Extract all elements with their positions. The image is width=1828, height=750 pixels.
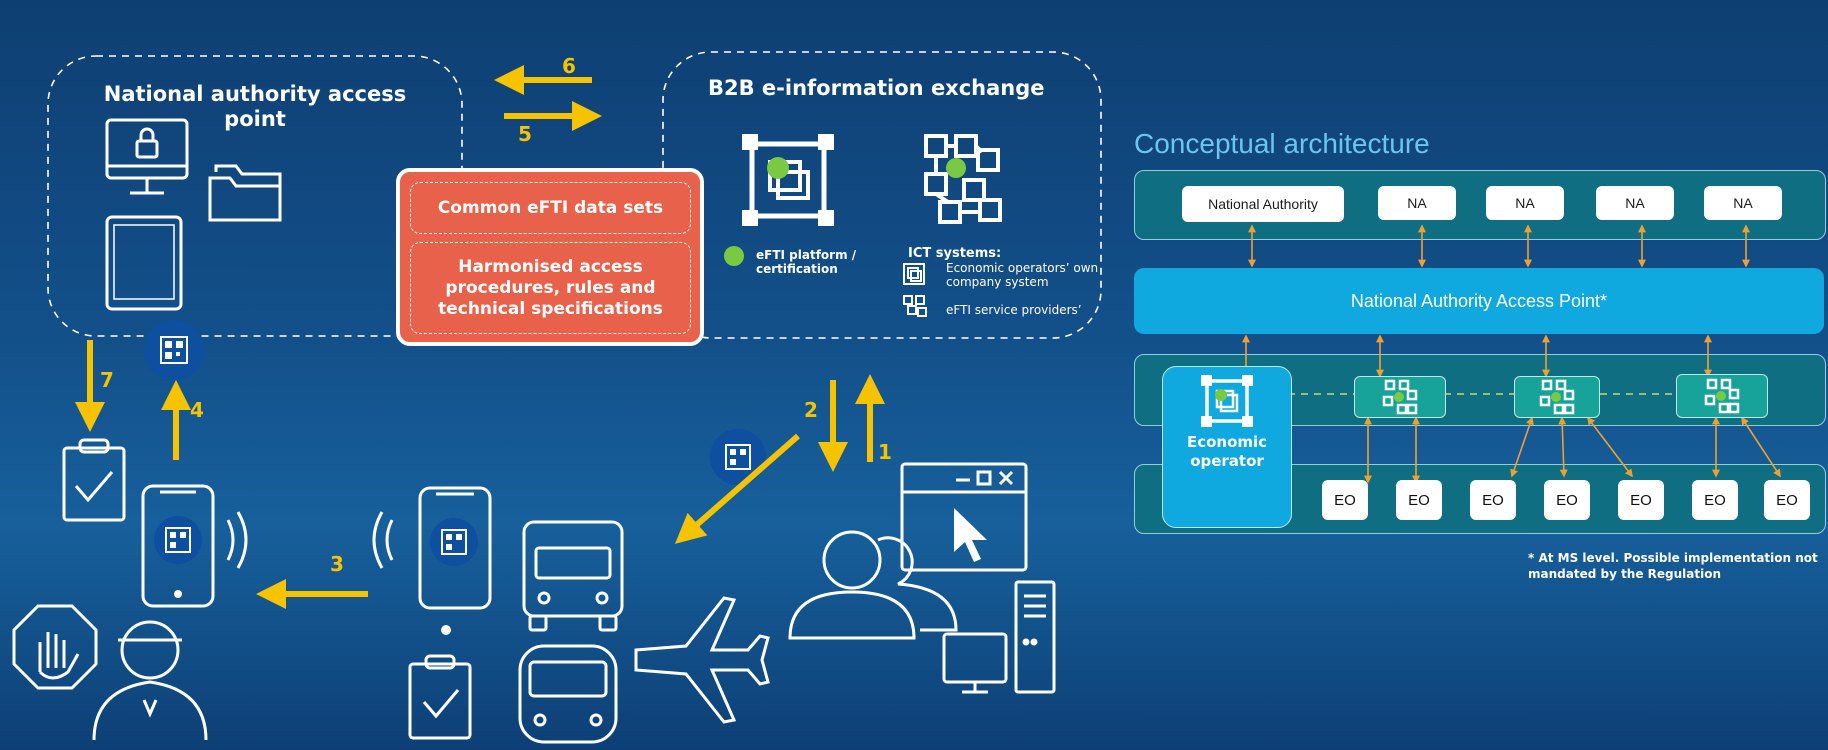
eo-box: EO [1544,480,1590,520]
architecture-footnote: * At MS level. Possible implementation n… [1528,551,1818,581]
smartphone-icon [418,486,492,635]
efti-platform-node [1514,376,1600,418]
ict-system-icon [1539,379,1575,415]
eo-box: EO [1396,480,1442,520]
b2b-container [662,51,1102,339]
eo-label: EO [1334,491,1356,509]
lock-monitor-icon [105,118,189,195]
folder-icon [208,164,282,222]
officer-icon [92,620,208,741]
smartphone-icon [141,484,215,608]
step-3-label: 3 [330,552,344,576]
access-point-layer: National Authority Access Point* [1134,268,1824,334]
national-authority-label: National Authority [1208,196,1318,212]
signal-waves-icon [226,511,248,569]
ict-system-icon [1704,378,1740,414]
qr-code-icon [710,429,766,485]
browser-window-icon [900,462,1028,572]
desktop-computer-icon [942,632,1008,694]
step-7-label: 7 [100,368,114,392]
qr-code-icon [144,320,204,380]
access-point-title: National authority access point [103,82,407,131]
economic-operator-box: Economic operator [1162,366,1292,528]
access-point-label: National Authority Access Point* [1350,290,1608,311]
airplane-icon [634,596,770,724]
eo-label: EO [1556,491,1578,509]
eo-label: EO [1704,491,1726,509]
cursor-icon [954,508,987,562]
step-6-label: 6 [562,54,576,78]
step-5-label: 5 [518,122,532,146]
ict-legend-providers: eFTI service providers’ [946,303,1082,317]
eo-label: EO [1630,491,1652,509]
na-label: NA [1407,195,1427,211]
ict-system-icon [924,134,1002,224]
eo-label: EO [1482,491,1504,509]
na-box: NA [1378,186,1456,220]
harmonised-label: Harmonised access procedures, rules and … [438,256,663,319]
clipboard-check-icon [62,438,126,522]
efti-platform-node [1354,376,1446,418]
na-box: NA [1486,186,1564,220]
b2b-title: B2B e-information exchange [708,76,1045,100]
truck-icon [522,520,624,632]
efti-platform-node [1676,374,1768,418]
economic-operator-label: Economic operator [1186,433,1268,470]
efti-platform-icon [903,263,925,285]
common-datasets-panel: Common eFTI data sets [410,182,691,234]
arrow-step-2-diagonal [674,433,800,544]
common-datasets-label: Common eFTI data sets [437,198,664,218]
step-2-label: 2 [804,398,818,422]
na-label: NA [1515,195,1535,211]
users-icon [788,530,958,640]
na-label: NA [1625,195,1645,211]
efti-platform-icon [1201,375,1253,427]
efti-platform-icon [742,134,834,226]
eo-box: EO [1618,480,1664,520]
signal-waves-icon [372,511,394,569]
tablet-icon [105,215,183,311]
eo-box: EO [1470,480,1516,520]
eo-label: EO [1776,491,1798,509]
eo-box: EO [1692,480,1738,520]
na-box: NA [1596,186,1674,220]
ict-legend-own: Economic operators’ own company system [946,261,1099,289]
ict-legend-title: ICT systems: [908,246,1002,261]
efti-core-box: Common eFTI data sets Harmonised access … [396,168,704,346]
platform-legend-dot [724,246,744,266]
eo-box: EO [1764,480,1810,520]
step-4-label: 4 [190,398,204,422]
eo-label: EO [1408,491,1430,509]
national-authority-box: National Authority [1182,186,1344,222]
ict-system-icon [1382,379,1418,415]
server-icon [1014,580,1056,694]
bus-icon [518,644,618,744]
clipboard-check-icon [408,654,472,740]
eo-box: EO [1322,480,1368,520]
step-1-label: 1 [878,440,892,464]
na-box: NA [1704,186,1782,220]
ict-system-icon [903,295,927,317]
harmonised-panel: Harmonised access procedures, rules and … [410,242,691,334]
stop-hand-icon [12,604,98,690]
platform-legend-label: eFTI platform / certification [756,248,857,276]
architecture-title: Conceptual architecture [1134,128,1430,159]
na-label: NA [1733,195,1753,211]
